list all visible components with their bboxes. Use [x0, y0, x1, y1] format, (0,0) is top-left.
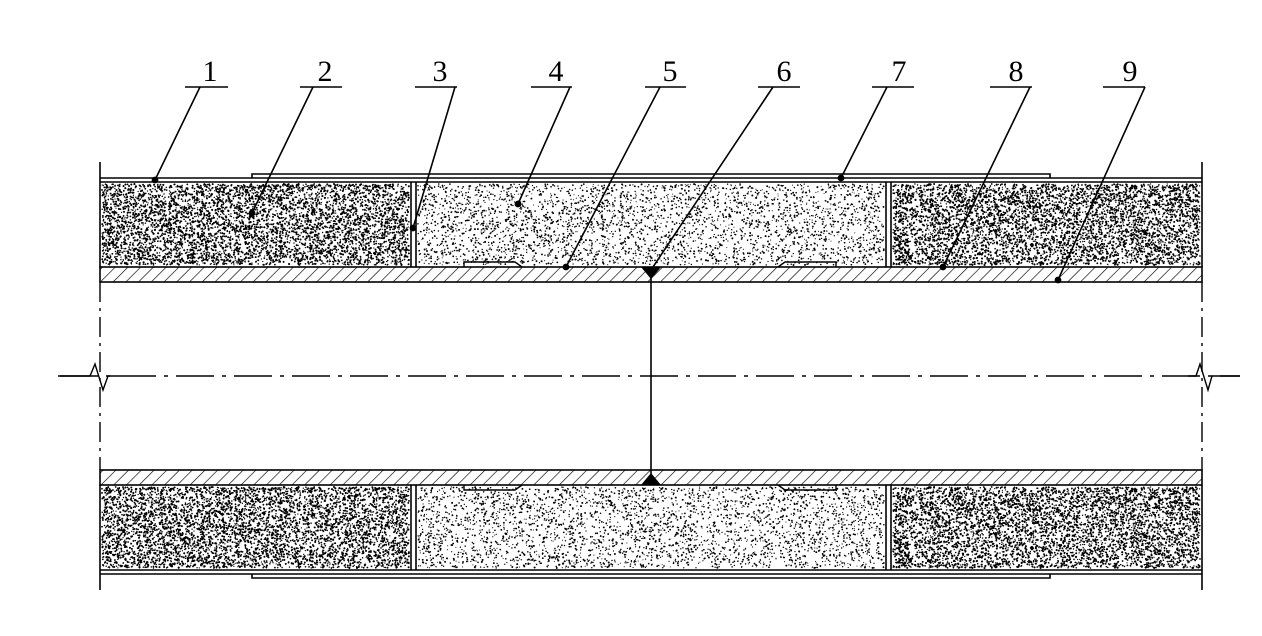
callout-6: 6: [777, 55, 792, 88]
leader-4-dot: [515, 201, 520, 206]
callout-9: 9: [1123, 55, 1138, 88]
leader-5-dot: [563, 264, 568, 269]
leader-7: [841, 87, 914, 178]
leader-3-dot: [410, 225, 415, 230]
callout-2: 2: [318, 55, 333, 88]
callout-1: 1: [203, 55, 218, 88]
leader-1-dot: [152, 177, 157, 182]
leader-2: [252, 87, 342, 213]
leader-9-dot: [1055, 277, 1060, 282]
callout-7: 7: [892, 55, 907, 88]
callout-5: 5: [663, 55, 678, 88]
leader-7-dot: [838, 175, 843, 180]
leader-2-dot: [249, 210, 254, 215]
leader-8-dot: [940, 264, 945, 269]
leader-5: [566, 87, 686, 267]
callout-3: 3: [433, 55, 448, 88]
leader-1: [155, 87, 228, 180]
callout-4: 4: [549, 55, 564, 88]
callout-8: 8: [1009, 55, 1024, 88]
leader-6-dot: [648, 267, 653, 272]
callout-labels: 1 2 3 4 5 6 7 8 9: [203, 55, 1138, 88]
